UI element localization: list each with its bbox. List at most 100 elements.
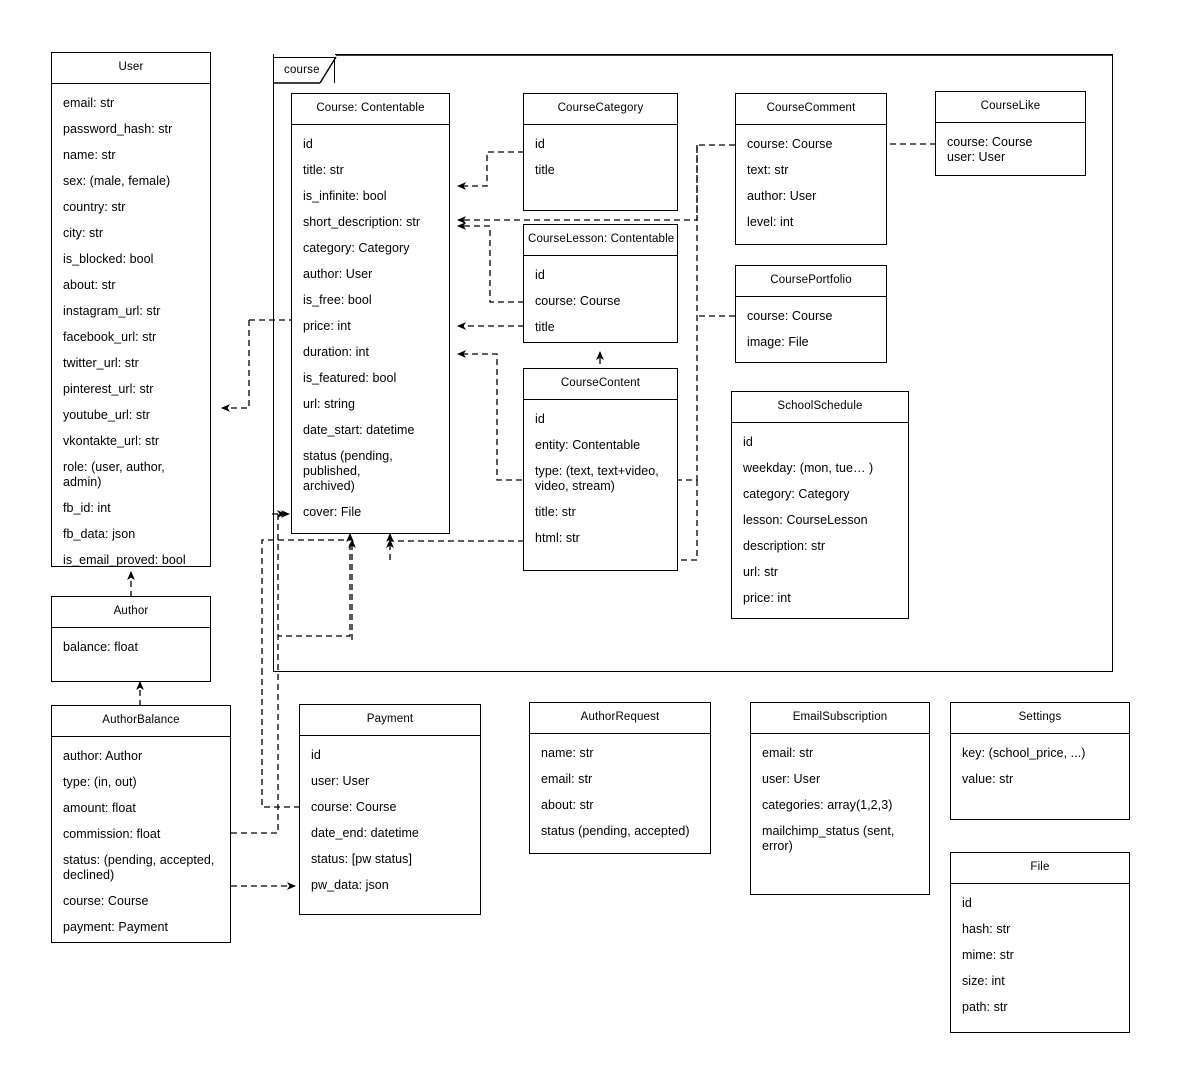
attribute-row: html: str [535, 530, 580, 545]
attribute-row: short_description: str [303, 214, 421, 229]
attribute-row: id [535, 136, 545, 151]
attribute-row: is_featured: bool [303, 370, 397, 385]
class-attributes-author: balance: float [52, 628, 210, 682]
attribute-row: type: (in, out) [63, 774, 137, 789]
attribute-row: title [535, 162, 555, 177]
class-box-author-balance[interactable]: AuthorBalance author: Author type: (in, … [51, 705, 231, 943]
attribute-row: is_infinite: bool [303, 188, 387, 203]
attribute-row: duration: int [303, 344, 369, 359]
attribute-row: id [962, 895, 972, 910]
attribute-row: id [535, 411, 545, 426]
attribute-row: url: string [303, 396, 355, 411]
attribute-row: description: str [743, 538, 826, 553]
attribute-row: size: int [962, 973, 1005, 988]
attribute-row: fb_data: json [63, 526, 136, 541]
class-box-payment[interactable]: Payment id user: User course: Course dat… [299, 704, 481, 915]
attribute-row: date_end: datetime [311, 825, 419, 840]
attribute-row: weekday: (mon, tue… ) [743, 460, 874, 475]
attribute-row: cover: File [303, 504, 362, 519]
class-attributes-course-like: course: Course user: User [936, 123, 1085, 176]
attribute-row: course: Course [747, 308, 833, 323]
attribute-row: status: (pending, accepted, declined) [63, 852, 215, 882]
attribute-row: image: File [747, 334, 809, 349]
class-title-author-request: AuthorRequest [530, 703, 710, 734]
attribute-row: id [303, 136, 313, 151]
class-title-payment: Payment [300, 705, 480, 736]
class-title-course-content: CourseContent [524, 369, 677, 400]
attribute-row: categories: array(1,2,3) [762, 797, 893, 812]
attribute-row: role: (user, author, admin) [63, 459, 165, 489]
attribute-row: type: (text, text+video, video, stream) [535, 463, 659, 493]
class-attributes-course-lesson: id course: Course title [524, 256, 677, 354]
class-attributes-course: id title: str is_infinite: bool short_de… [292, 125, 449, 539]
class-attributes-file: id hash: str mime: str size: int path: s… [951, 884, 1129, 1034]
class-box-course-content[interactable]: CourseContent id entity: Contentable typ… [523, 368, 678, 571]
attribute-row: fb_id: int [63, 500, 111, 515]
class-title-user: User [52, 53, 210, 84]
attribute-row: user: User [311, 773, 370, 788]
class-title-course-portfolio: CoursePortfolio [736, 266, 886, 297]
class-box-author-request[interactable]: AuthorRequest name: str email: str about… [529, 702, 711, 854]
class-box-file[interactable]: File id hash: str mime: str size: int pa… [950, 852, 1130, 1033]
attribute-row: amount: float [63, 800, 136, 815]
class-attributes-course-portfolio: course: Course image: File [736, 297, 886, 369]
attribute-row: email: str [541, 771, 593, 786]
attribute-row: value: str [962, 771, 1014, 786]
attribute-row: email: str [63, 95, 115, 110]
package-course-tab: course [273, 57, 335, 83]
class-box-course-like[interactable]: CourseLike course: Course user: User [935, 91, 1086, 176]
attribute-row: url: str [743, 564, 779, 579]
attribute-row: email: str [762, 745, 814, 760]
class-title-school-schedule: SchoolSchedule [732, 392, 908, 423]
attribute-row: category: Category [303, 240, 410, 255]
attribute-row: mime: str [962, 947, 1014, 962]
attribute-row: twitter_url: str [63, 355, 139, 370]
package-label: course [284, 63, 320, 76]
class-title-author-balance: AuthorBalance [52, 706, 230, 737]
class-box-user[interactable]: User email: str password_hash: str name:… [51, 52, 211, 567]
class-box-school-schedule[interactable]: SchoolSchedule id weekday: (mon, tue… ) … [731, 391, 909, 619]
attribute-row: course: Course [535, 293, 621, 308]
attribute-row: entity: Contentable [535, 437, 641, 452]
class-box-course-category[interactable]: CourseCategory id title [523, 93, 678, 211]
attribute-row: key: (school_price, ...) [962, 745, 1086, 760]
attribute-row: price: int [743, 590, 791, 605]
attribute-row: name: str [63, 147, 116, 162]
class-title-course-lesson: CourseLesson: Contentable [524, 225, 677, 256]
class-title-author: Author [52, 597, 210, 628]
attribute-row: category: Category [743, 486, 850, 501]
class-attributes-settings: key: (school_price, ...) value: str [951, 734, 1129, 820]
attribute-row: date_start: datetime [303, 422, 415, 437]
class-box-course[interactable]: Course: Contentable id title: str is_inf… [291, 93, 450, 534]
attribute-row: title [535, 319, 555, 334]
class-box-author[interactable]: Author balance: float [51, 596, 211, 682]
class-title-course: Course: Contentable [292, 94, 449, 125]
attribute-row: name: str [541, 745, 594, 760]
attribute-row: course: Course [747, 136, 833, 151]
class-attributes-email-subscription: email: str user: User categories: array(… [751, 734, 929, 895]
class-attributes-course-content: id entity: Contentable type: (text, text… [524, 400, 677, 571]
attribute-row: about: str [541, 797, 594, 812]
attribute-row: country: str [63, 199, 126, 214]
attribute-row: mailchimp_status (sent, error) [762, 823, 895, 853]
class-box-email-subscription[interactable]: EmailSubscription email: str user: User … [750, 702, 930, 895]
attribute-row: path: str [962, 999, 1008, 1014]
class-box-settings[interactable]: Settings key: (school_price, ...) value:… [950, 702, 1130, 820]
attribute-row: id [743, 434, 753, 449]
attribute-row: price: int [303, 318, 351, 333]
class-box-course-lesson[interactable]: CourseLesson: Contentable id course: Cou… [523, 224, 678, 343]
attribute-row: status (pending, accepted) [541, 823, 690, 838]
attribute-row: facebook_url: str [63, 329, 157, 344]
attribute-row: about: str [63, 277, 116, 292]
attribute-row: payment: Payment [63, 919, 169, 934]
attribute-row: status: [pw status] [311, 851, 412, 866]
attribute-row: is_email_proved: bool [63, 552, 186, 567]
class-attributes-author-request: name: str email: str about: str status (… [530, 734, 710, 858]
class-box-course-portfolio[interactable]: CoursePortfolio course: Course image: Fi… [735, 265, 887, 363]
attribute-row: city: str [63, 225, 104, 240]
class-box-course-comment[interactable]: CourseComment course: Course text: str a… [735, 93, 887, 245]
attribute-row: instagram_url: str [63, 303, 161, 318]
attribute-row: author: Author [63, 748, 143, 763]
class-attributes-course-category: id title [524, 125, 677, 211]
